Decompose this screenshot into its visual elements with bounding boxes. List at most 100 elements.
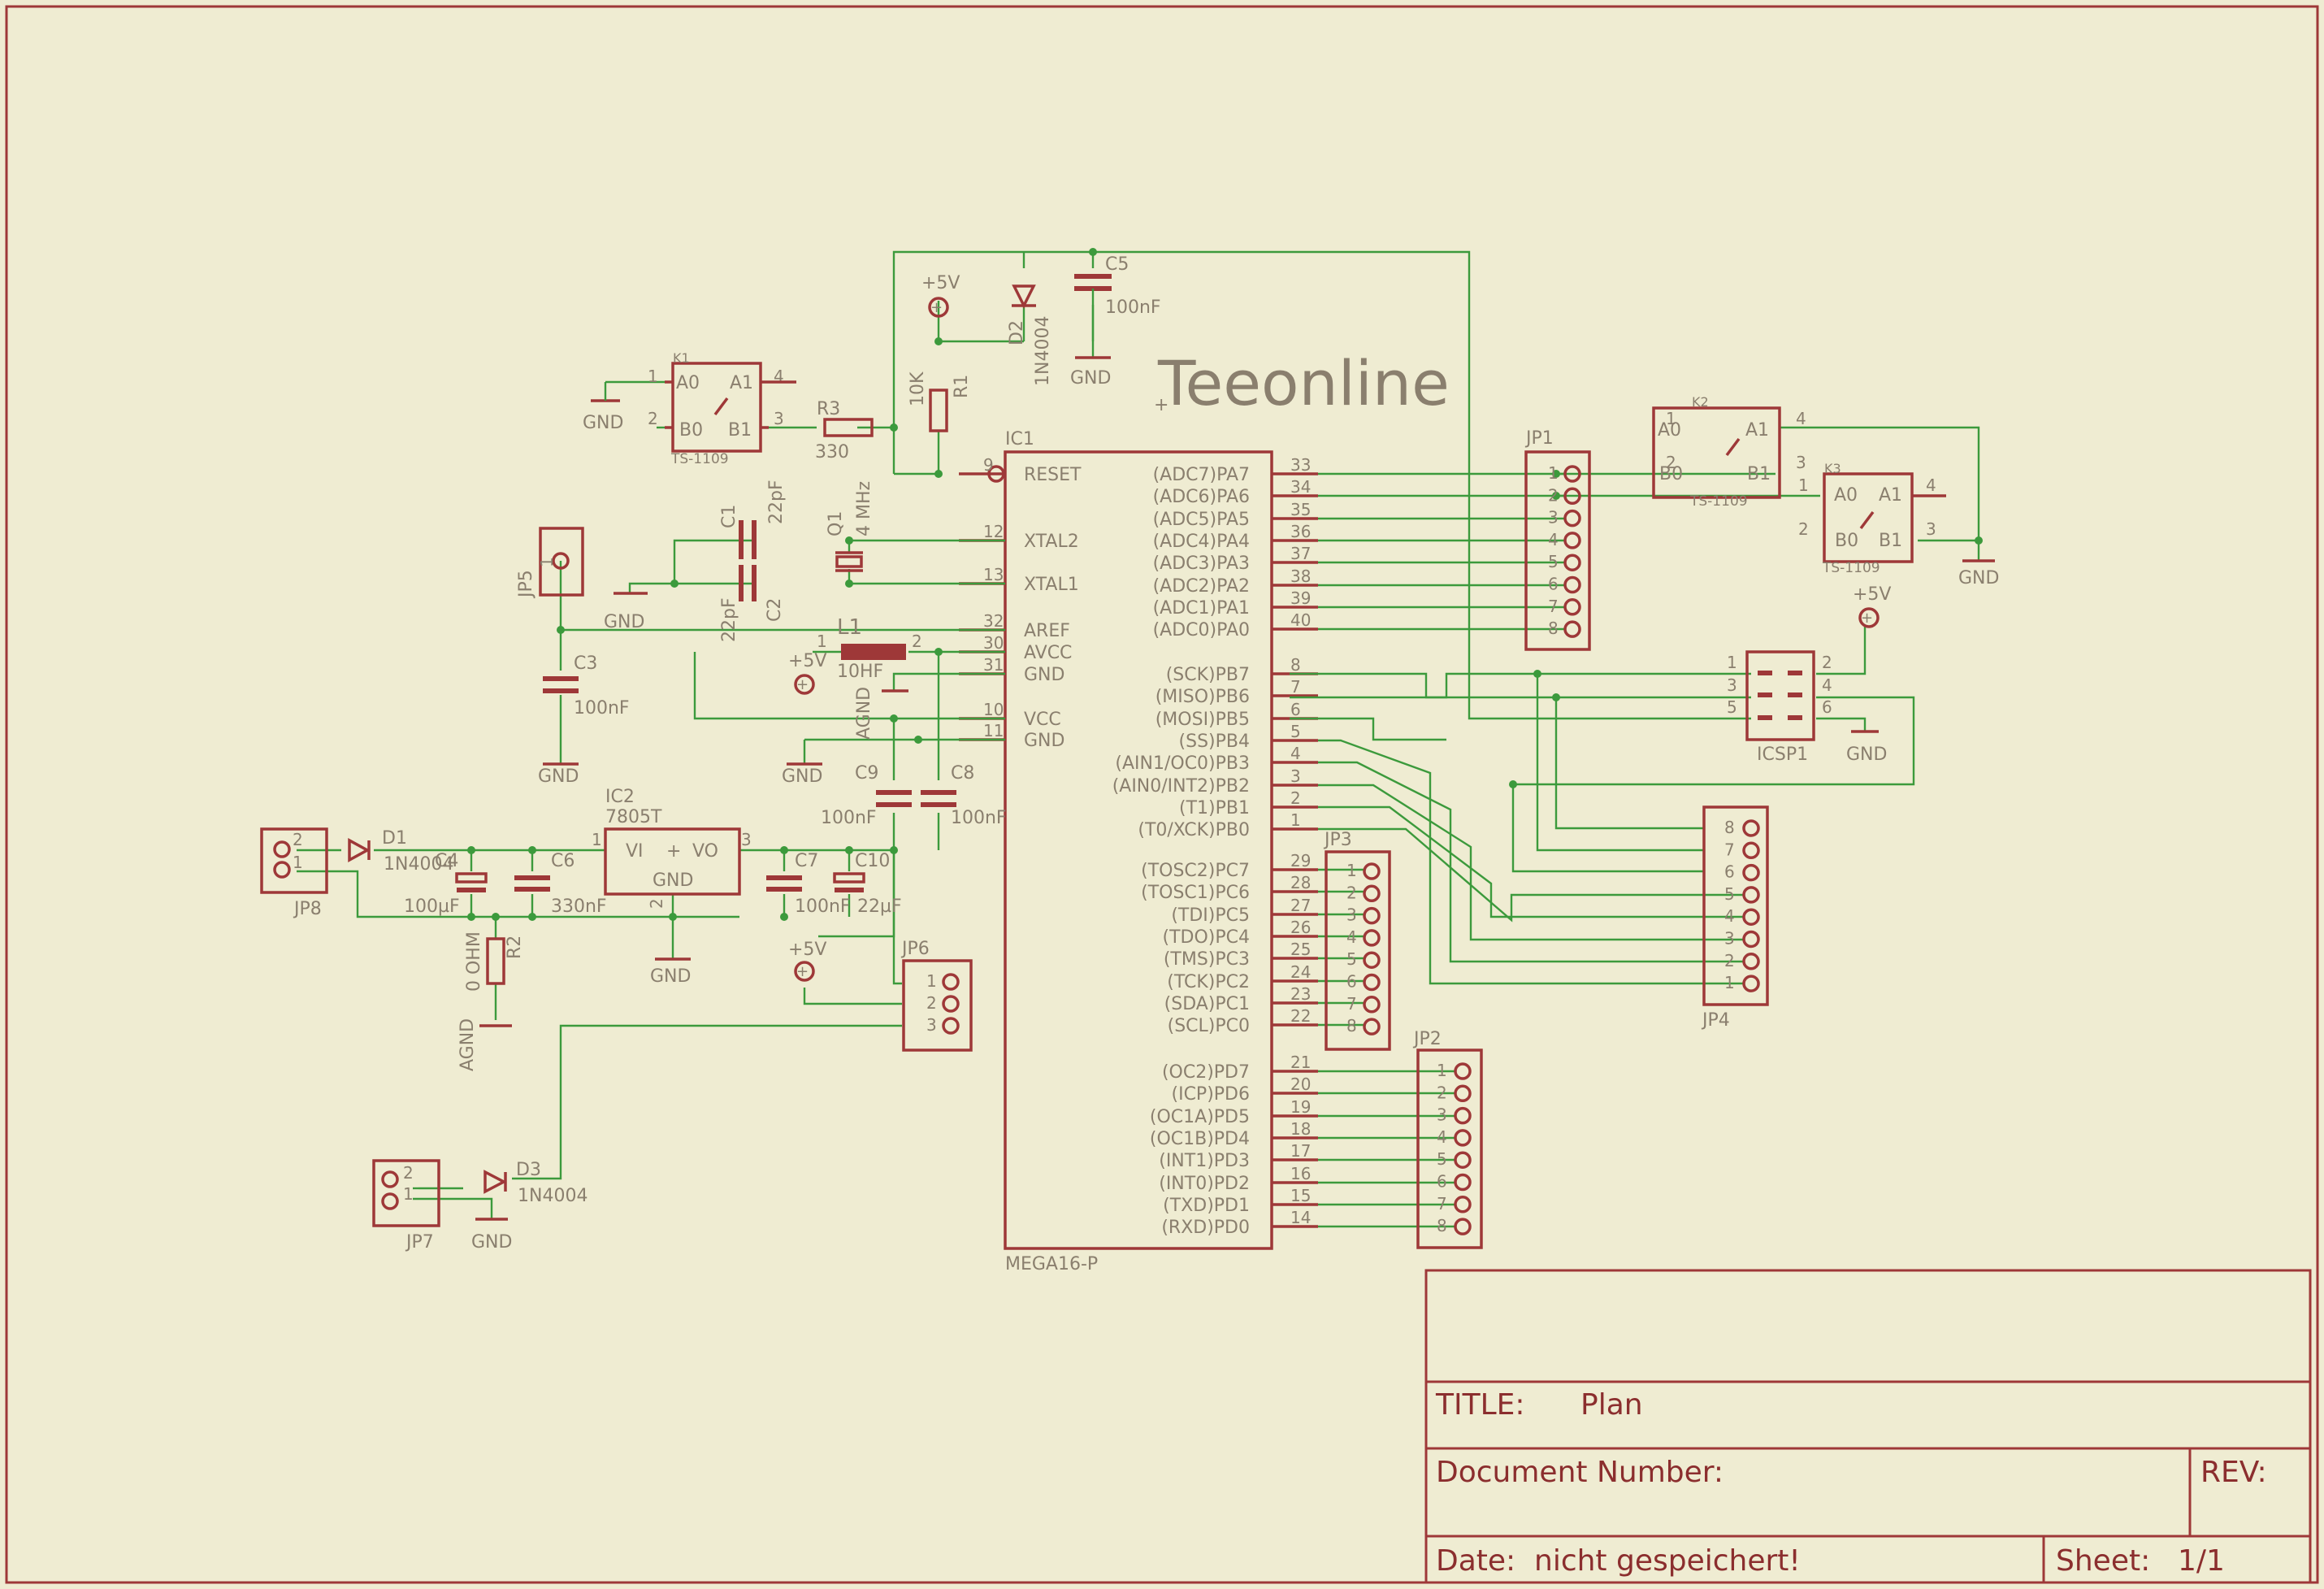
regulator-ic2: IC2 7805T VI VO GND + 1 3 2 [592,787,752,909]
svg-text:1N4004: 1N4004 [384,854,453,875]
power-symbols: + +5V + +5V + +5V + +5V GND GND GND GND … [457,273,1999,1253]
header-pin [1454,1173,1472,1192]
header-pin-number: 1 [1724,973,1735,992]
ic1-pin-name: (ADC4)PA4 [1153,532,1250,552]
svg-text:A0: A0 [1658,420,1681,441]
ic1-pin-number: 3 [1290,766,1301,786]
capacitor-c5: C5 100nF [1074,254,1161,358]
ic1-pin-name: RESET [1024,465,1082,485]
diode-d2: D2 1N4004 [1007,284,1053,386]
ic1-pin-name: (RXD)PD0 [1161,1218,1250,1238]
svg-text:A1: A1 [730,373,753,393]
header-pin-number: 3 [1346,905,1357,925]
resistor-r1: 10K R1 [908,371,972,432]
capacitor-c3: C3 100nF [543,653,630,719]
ic1-pin-number: 11 [983,721,1004,740]
svg-text:100nF: 100nF [795,897,851,917]
header-pin [1363,884,1381,903]
svg-text:A1: A1 [1879,485,1902,506]
ic1-pin-number: 20 [1290,1075,1311,1094]
svg-text:A0: A0 [676,373,700,393]
ic1-pin-number: 22 [1290,1006,1311,1026]
svg-text:K1: K1 [673,350,690,366]
ic1-pin-number: 40 [1290,610,1311,630]
header-pin [1363,951,1381,969]
ic1-pin-name: XTAL2 [1024,532,1079,552]
header-pin-number: 1 [926,971,937,991]
svg-text:2: 2 [293,830,303,849]
header-pin [1454,1062,1472,1080]
header-pin [942,995,960,1013]
svg-text:100µF: 100µF [404,897,460,917]
ic1-pin-number: 27 [1290,896,1311,915]
connector-jp8: 2 1 JP8 [260,827,328,919]
svg-text:4: 4 [1796,409,1806,428]
header-pin [1454,1106,1472,1125]
svg-text:VO: VO [692,841,718,862]
svg-text:6: 6 [1822,697,1832,717]
sheet-frame [5,5,2319,1584]
title-block-frame [1424,1269,2312,1584]
header-pin-number: 6 [1724,862,1735,882]
title-block: TITLE: Plan Document Number: REV: Date: … [1424,1269,2312,1584]
svg-text:B0: B0 [1835,531,1858,551]
svg-text:2: 2 [403,1163,414,1183]
header-pin-number: 2 [926,993,937,1013]
svg-text:R2: R2 [505,936,525,959]
capacitor-c9: C9 100nF [821,763,912,828]
relay-k1: K1 A0 A1 B0 B1 TS-1109 1 2 3 4 [648,350,796,467]
ic1-pin-number: 15 [1290,1186,1311,1205]
ic1-name: MEGA16-P [1005,1254,1098,1274]
svg-text:JP8: JP8 [293,899,322,919]
header-pin [1563,465,1581,483]
svg-text:C8: C8 [951,763,974,784]
ic1-pin-name: XTAL1 [1024,575,1079,595]
header-pin-number: 4 [1724,906,1735,926]
ic1-pin-number: 12 [983,522,1004,541]
ic1-pin-number: 17 [1290,1141,1311,1161]
svg-text:B1: B1 [1879,531,1902,551]
svg-text:+5V: +5V [788,940,826,960]
svg-text:0 OHM: 0 OHM [464,931,484,992]
ic1-pin-number: 39 [1290,588,1311,608]
svg-text:2: 2 [912,632,922,651]
header-pin-number: 4 [1346,927,1357,947]
svg-text:AGND: AGND [854,687,874,740]
ic1-pin-name: (SCK)PB7 [1166,665,1250,685]
ic1-pin-name: (ADC6)PA6 [1153,487,1250,507]
svg-text:D2: D2 [1007,320,1027,345]
header-pin [1454,1084,1472,1103]
ic1-pin-name: (TOSC2)PC7 [1141,861,1250,881]
ic1-pin-number: 33 [1290,455,1311,475]
header-pin-number: 4 [1437,1127,1447,1147]
header-pin [942,973,960,991]
sheet-label: Sheet: [2056,1544,2150,1578]
ic1-pin-name: (ADC7)PA7 [1153,465,1250,485]
connector-jp7: 2 1 JP7 [372,1159,440,1253]
header-pin-number: 1 [1437,1061,1447,1080]
header-pin [1454,1129,1472,1147]
header-pin-number: 8 [1346,1016,1357,1035]
ic1-pin-number: 19 [1290,1097,1311,1117]
ic1-pin-name: (INT0)PD2 [1159,1174,1250,1194]
svg-text:GND: GND [1958,568,1999,588]
ic1-pin-number: 35 [1290,500,1311,519]
svg-text:D1: D1 [382,828,407,849]
svg-text:R1: R1 [952,375,972,398]
svg-text:330: 330 [815,442,849,462]
ic1-pin-number: 23 [1290,984,1311,1004]
header-pin-number: 2 [1548,485,1559,505]
svg-text:B0: B0 [679,420,703,441]
svg-text:GND: GND [650,966,691,987]
capacitor-c4: C4 100µF [404,851,488,917]
svg-text:C3: C3 [574,653,597,674]
svg-text:K3: K3 [1824,461,1841,476]
ic1-pin-name: (OC1A)PD5 [1150,1107,1250,1127]
ic1-pin-number: 32 [983,611,1004,631]
connector-icsp1: ICSP1 1 3 5 2 4 6 [1727,650,1832,765]
svg-text:1: 1 [1666,409,1676,428]
svg-text:C6: C6 [551,851,574,871]
ic1-pin-name: (MOSI)PB5 [1155,710,1250,730]
